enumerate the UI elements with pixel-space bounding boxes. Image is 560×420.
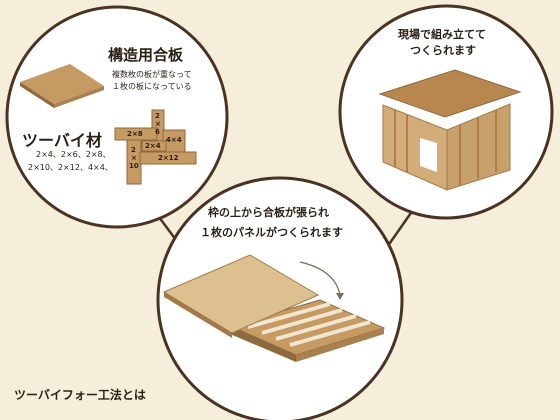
two-by-four-title: ツーバイ材 bbox=[22, 131, 102, 150]
lumber-label-2x10-bottom: 10 bbox=[129, 162, 139, 170]
page-title: ツーバイフォー工法とは bbox=[14, 388, 146, 402]
lumber-sizes-line1: 2×4、2×6、2×8、 bbox=[36, 150, 111, 159]
plywood-description-line2: １枚の板になっている bbox=[112, 82, 192, 91]
lumber-pieces-illustration bbox=[114, 109, 197, 185]
lumber-label-2x10-mid: × bbox=[131, 154, 137, 162]
plywood-description-line1: 複数枚の板が重なって bbox=[112, 70, 192, 79]
lumber-2x4 bbox=[141, 140, 167, 152]
panel-description-line2: １枚のパネルがつくられます bbox=[200, 226, 343, 239]
panel-illustration bbox=[162, 254, 386, 362]
lumber-label-2x6-bottom: 6 bbox=[155, 128, 160, 136]
lumber-2x12 bbox=[139, 151, 197, 165]
plywood-sheet-illustration bbox=[20, 64, 104, 108]
lumber-label-2x4: 2×4 bbox=[145, 142, 161, 150]
panel-description-line1: 枠の上から合板が張られ bbox=[208, 206, 329, 219]
lumber-label-4x4: 4×4 bbox=[166, 136, 182, 144]
lumber-label-2x8: 2×8 bbox=[127, 130, 143, 138]
site-assembly-line1: 現場で組み立てて bbox=[398, 28, 486, 41]
lumber-label-2x6-top: 2 bbox=[155, 112, 160, 120]
lumber-label-2x6-mid: × bbox=[155, 120, 161, 128]
lumber-sizes-line2: 2×10、2×12、4×4、 bbox=[28, 163, 113, 172]
site-assembly-line2: つくられます bbox=[410, 44, 476, 57]
placement-arrow-icon bbox=[299, 261, 341, 296]
materials-circle bbox=[5, 5, 229, 229]
plywood-title: 構造用合板 bbox=[108, 46, 184, 64]
house-frame-illustration bbox=[378, 69, 522, 191]
lumber-label-2x10-top: 2 bbox=[131, 146, 136, 154]
lumber-label-2x12: 2×12 bbox=[158, 154, 179, 162]
